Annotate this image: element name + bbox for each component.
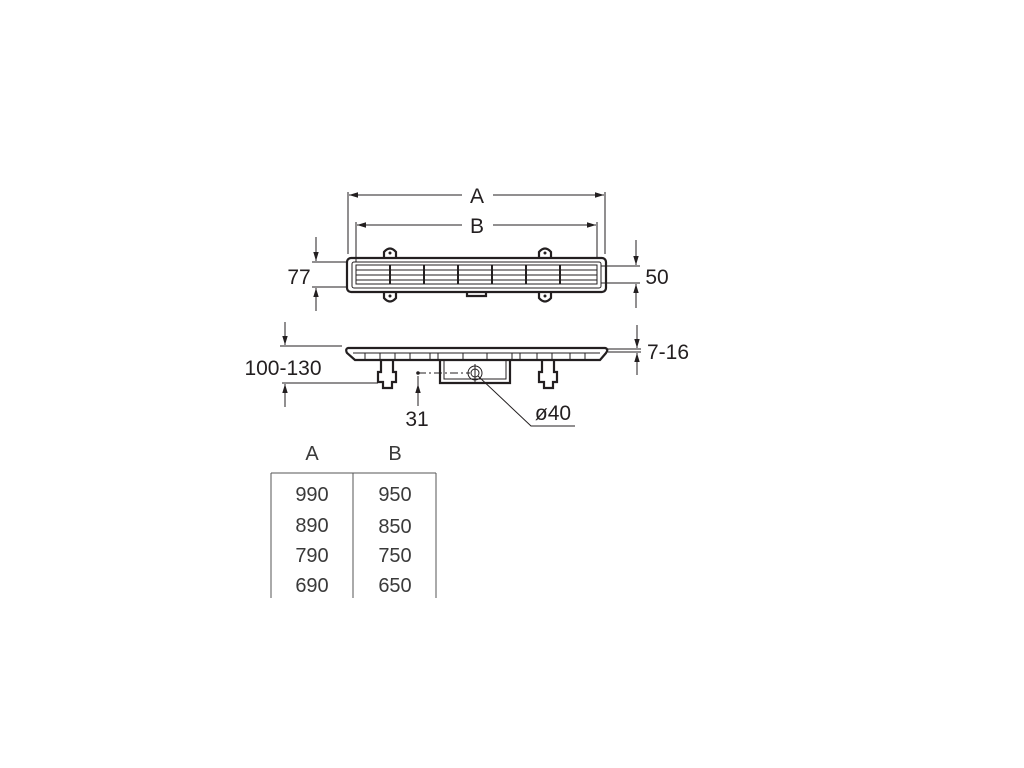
side-view [345, 346, 609, 390]
table-row: 790 750 [295, 545, 411, 567]
dimension-100-130-label: 100-130 [244, 357, 321, 380]
size-table: A B 990 950 890 850 790 750 690 650 [270, 443, 437, 598]
table-cell: 790 [295, 545, 328, 567]
dimension-50: 50 [601, 240, 669, 308]
table-header-a: A [305, 443, 319, 465]
table-cell: 850 [378, 516, 411, 538]
table-row: 690 650 [295, 575, 411, 597]
dimension-diameter-40-label: ø40 [535, 402, 571, 425]
dimension-31-label: 31 [405, 408, 428, 431]
dimension-100-130: 100-130 [244, 322, 378, 407]
table-cell: 950 [378, 484, 411, 506]
dimension-7-16: 7-16 [608, 325, 689, 375]
dimension-31: 31 [405, 376, 429, 431]
dimension-50-label: 50 [645, 266, 668, 289]
dimension-7-16-label: 7-16 [647, 341, 689, 364]
table-cell: 750 [378, 545, 411, 567]
top-view [345, 247, 608, 303]
dimension-77: 77 [287, 237, 346, 311]
table-cell: 650 [378, 575, 411, 597]
dimension-b-label: B [470, 215, 484, 238]
dimension-a-label: A [470, 185, 484, 208]
table-row: 990 950 [295, 484, 411, 506]
table-cell: 890 [295, 515, 328, 537]
table-row: 890 850 [295, 515, 411, 538]
dimension-diameter-40: ø40 [477, 375, 575, 427]
table-cell: 990 [295, 484, 328, 506]
dimension-b: B [355, 215, 598, 262]
dimension-77-label: 77 [287, 266, 310, 289]
table-header-b: B [388, 443, 401, 465]
table-cell: 690 [295, 575, 328, 597]
dimension-a: A [347, 185, 606, 254]
